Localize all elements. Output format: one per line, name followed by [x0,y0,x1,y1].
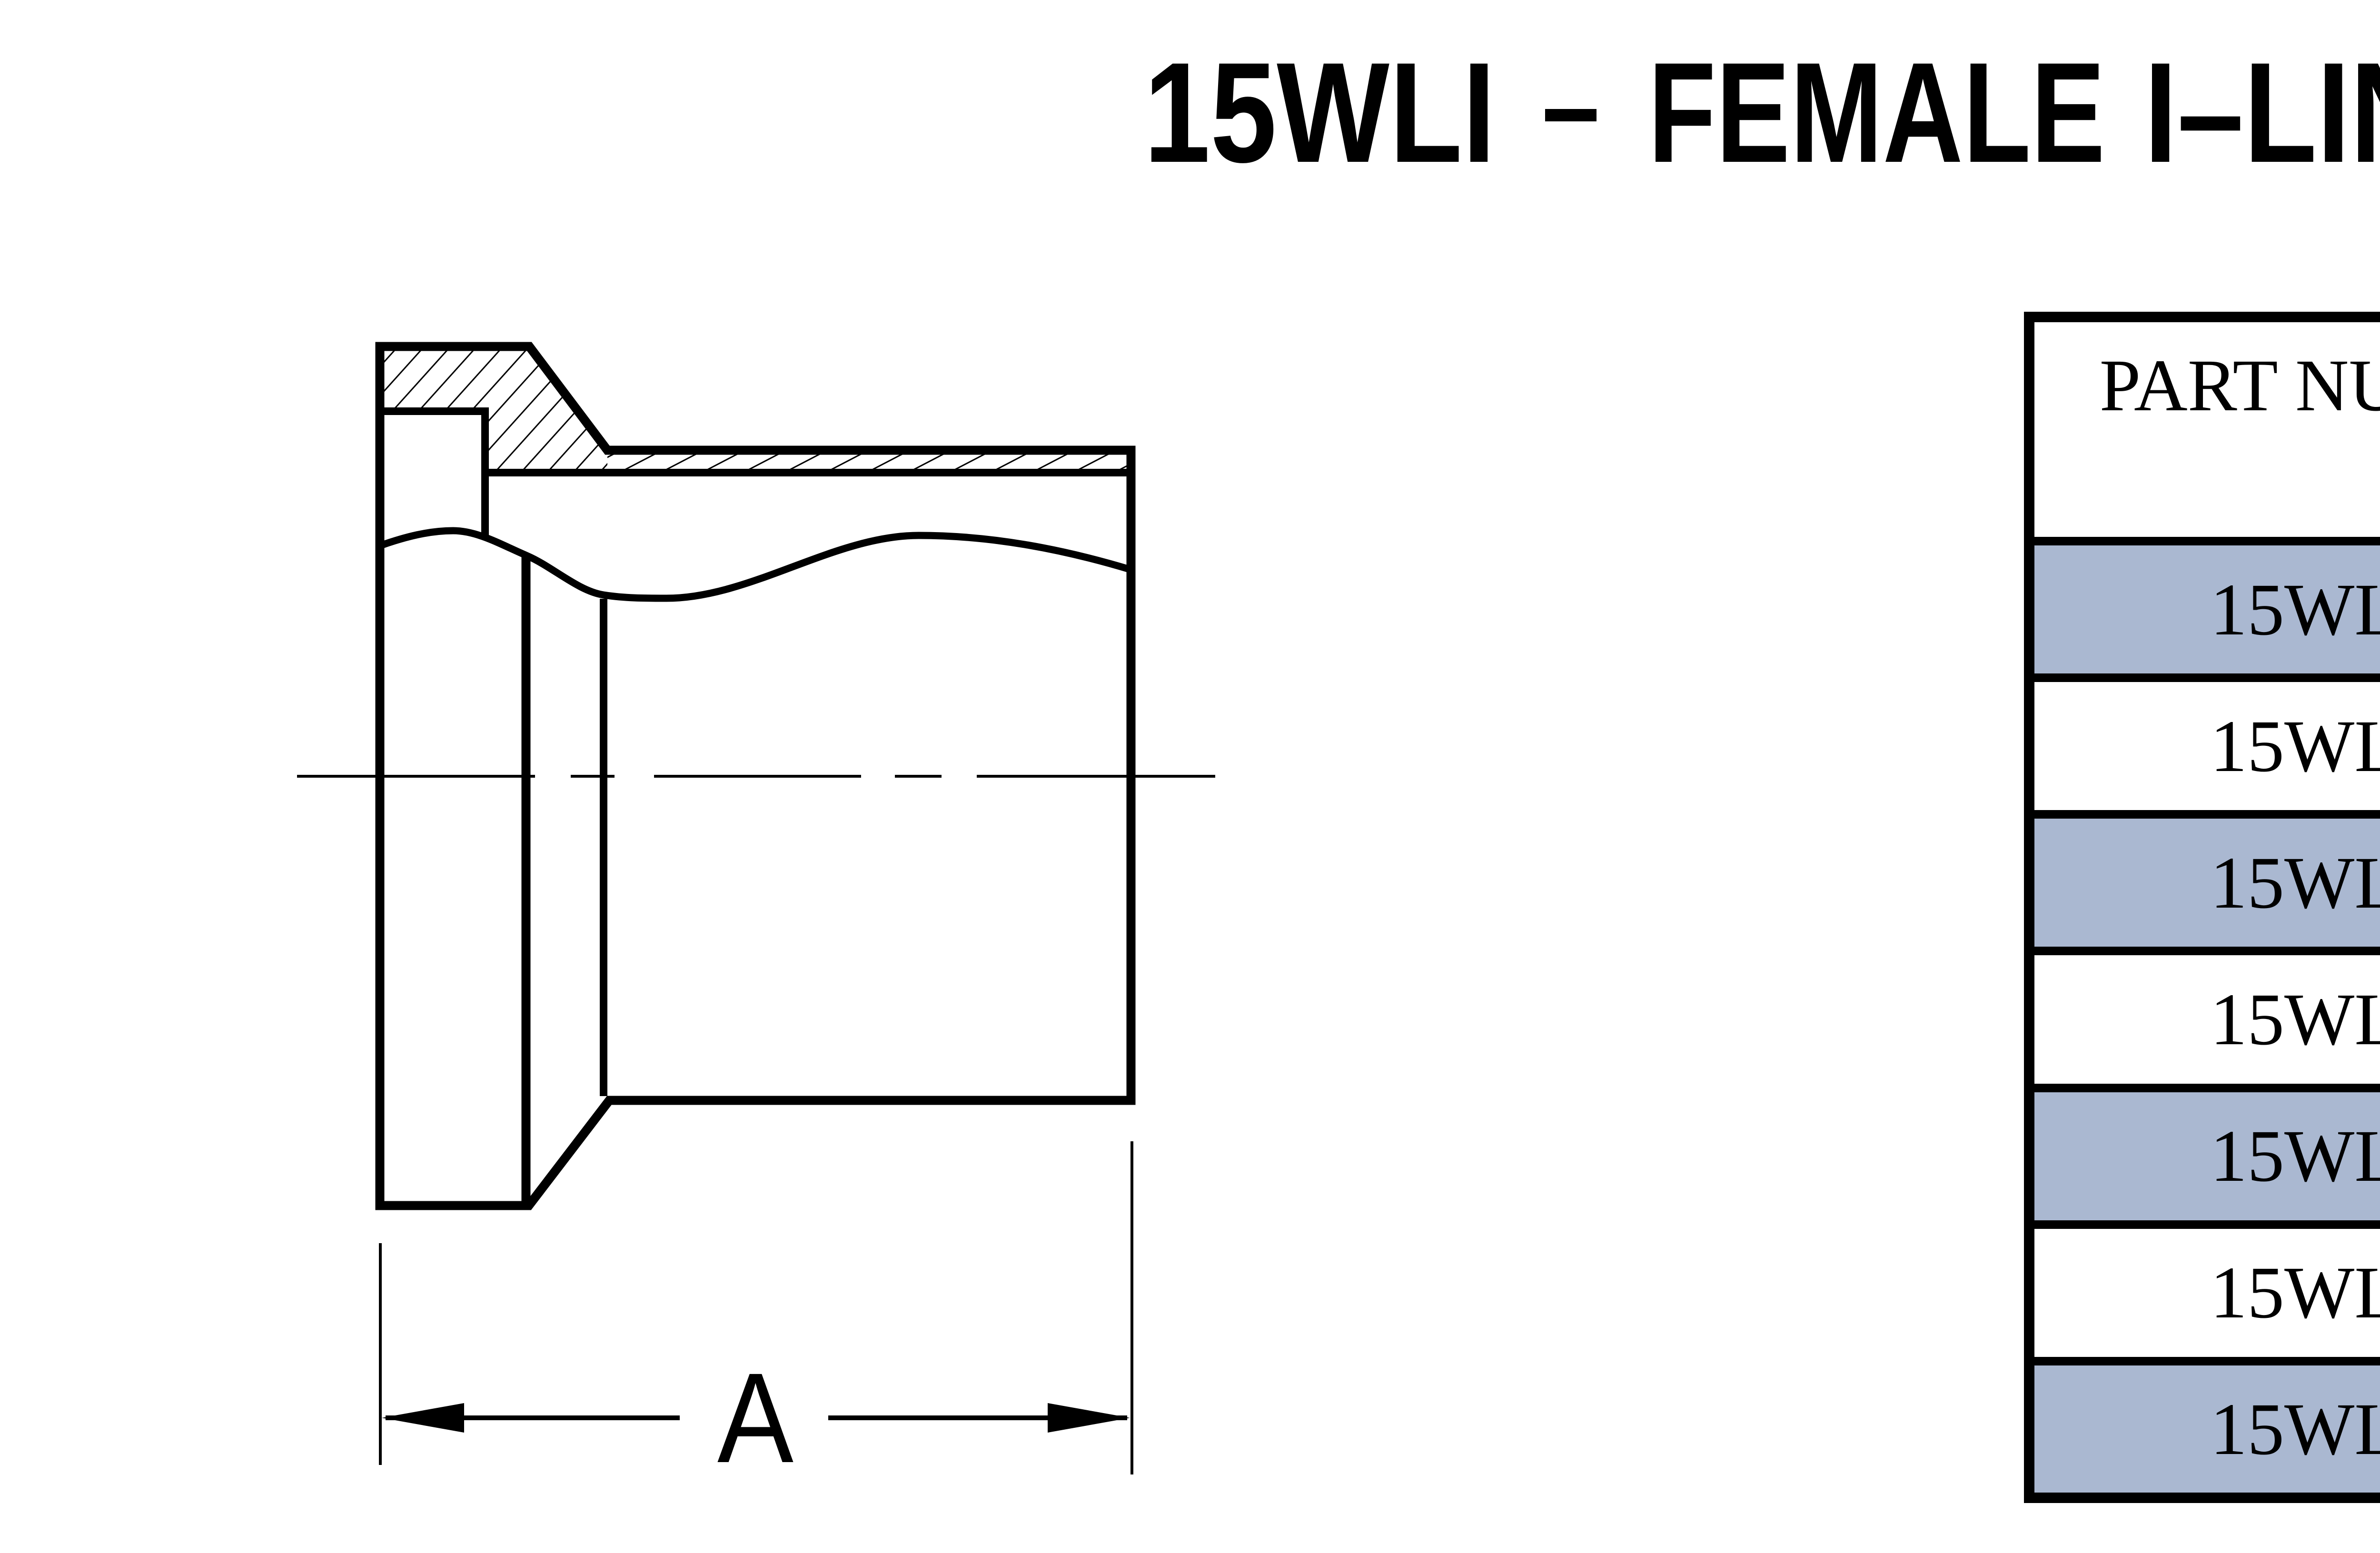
svg-text:15WLI-4: 15WLI-4 [2210,1251,2380,1334]
svg-text:15WLI-2.5: 15WLI-2.5 [2210,978,2380,1060]
svg-text:PART NUMBER: PART NUMBER [2100,344,2380,426]
svg-text:15WLI-1.5: 15WLI-1.5 [2210,705,2380,787]
svg-text:15WLI-1: 15WLI-1 [2210,568,2380,651]
svg-text:A: A [717,1346,794,1490]
svg-text:15WLI: 15WLI [1144,33,1496,192]
svg-text:I–LINE: I–LINE [2144,32,2380,192]
svg-text:15WLI-3: 15WLI-3 [2210,1115,2380,1197]
svg-text:15WLI-2: 15WLI-2 [2210,841,2380,924]
svg-text:FEMALE: FEMALE [1648,33,2105,192]
svg-text:15WLI-6: 15WLI-6 [2210,1388,2380,1470]
